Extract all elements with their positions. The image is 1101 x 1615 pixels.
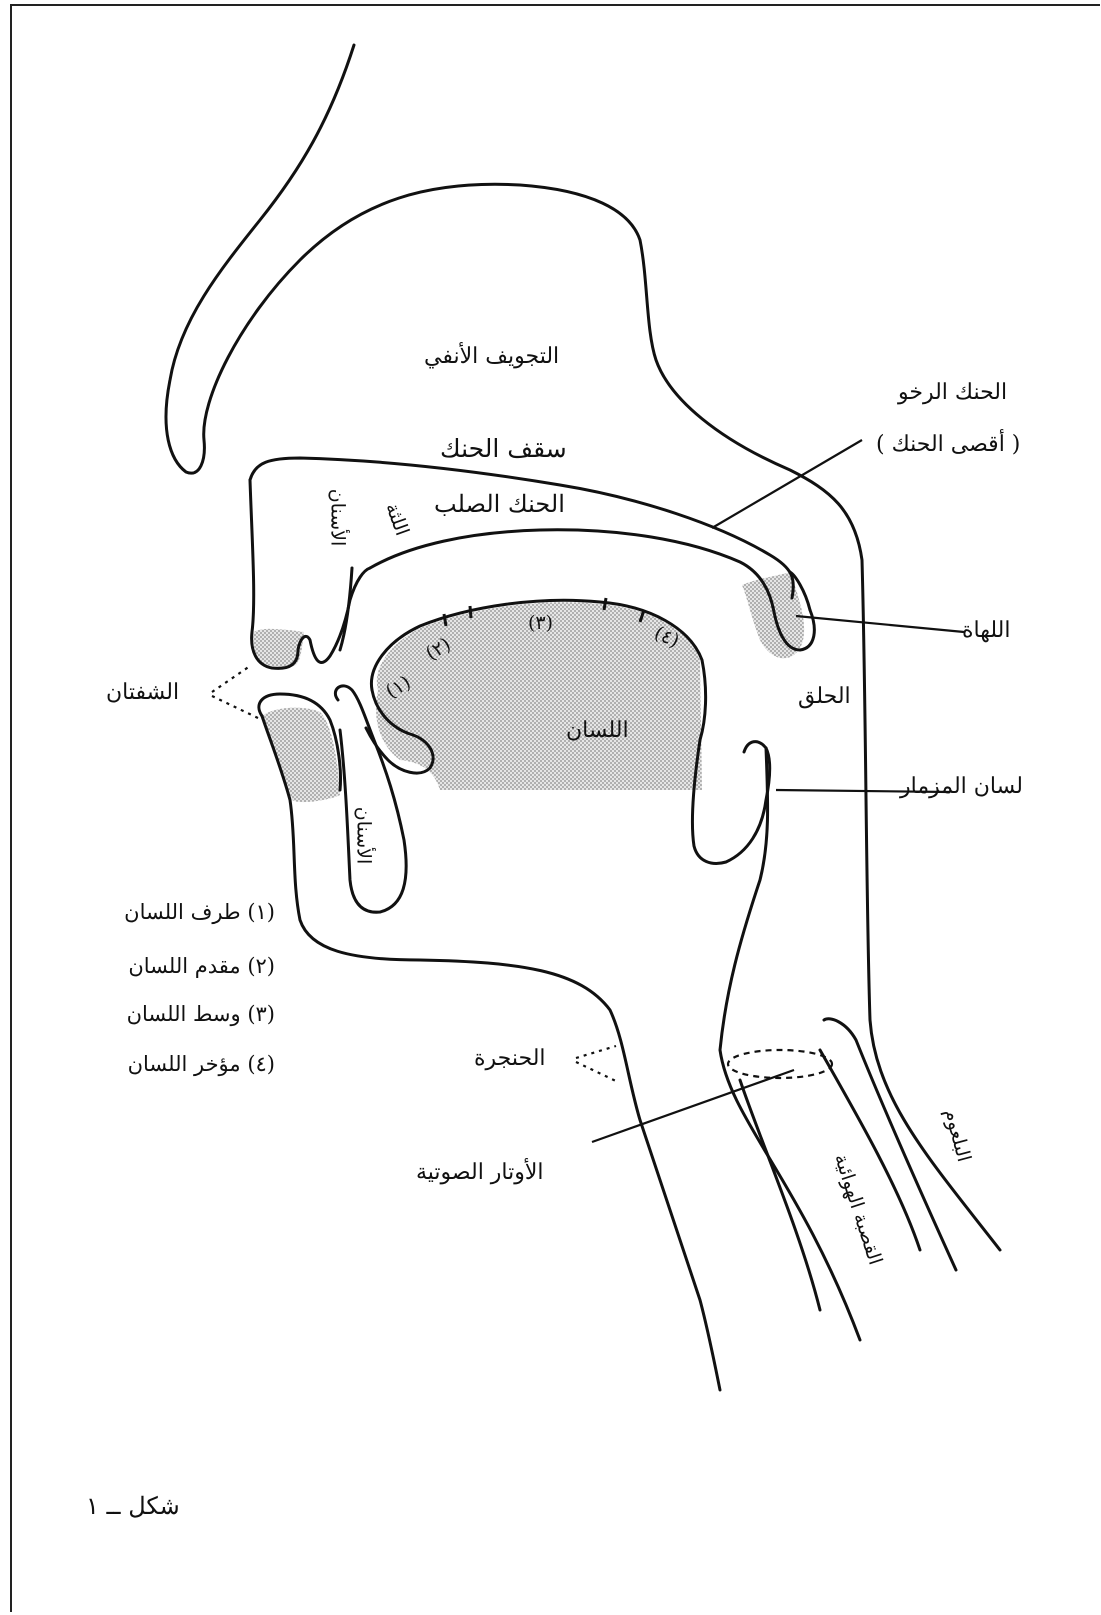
legend-item-3: (٣) وسط اللسان: [127, 1002, 275, 1026]
label-larynx: الحنجرة: [474, 1048, 546, 1070]
label-tongue: اللسان: [566, 720, 629, 742]
legend-item-4: (٤) مؤخر اللسان: [128, 1052, 275, 1076]
label-epiglottis: لسان المزمار: [900, 776, 1023, 798]
lower-lip-shading: [262, 708, 340, 802]
epiglottis-outline: [692, 740, 769, 863]
larynx-pointer: [576, 1046, 616, 1058]
label-palate-roof: سقف الحنك: [440, 436, 567, 461]
tongue-tick-1: [444, 614, 446, 626]
label-soft-palate-alt: ( أقصى الحنك ): [876, 434, 1020, 456]
label-lower-teeth: الأسنان: [353, 807, 372, 865]
pharynx-back: [720, 748, 860, 1340]
trachea-divider: [824, 1019, 956, 1270]
trachea-front-inner: [740, 1080, 820, 1310]
lips-pointer-upper: [212, 666, 250, 692]
label-tongue-section-3: (٣): [528, 614, 553, 633]
vocal-cords-ellipse: [728, 1050, 832, 1078]
label-nasal-cavity: التجويف الأنفي: [424, 346, 559, 368]
figure-caption: شكل ــ ١: [86, 1494, 180, 1518]
label-upper-teeth: الأسنان: [327, 489, 346, 547]
label-lips: الشفتان: [106, 682, 179, 704]
uvula-shading: [742, 572, 804, 658]
larynx-pointer-2: [576, 1062, 618, 1082]
label-hard-palate: الحنك الصلب: [434, 492, 565, 516]
upper-teeth: [340, 568, 352, 650]
label-pharynx: الحلق: [798, 686, 851, 708]
lips-pointer-lower: [212, 696, 258, 718]
label-vocal-cords: الأوتار الصوتية: [416, 1162, 544, 1184]
tongue-tick-2: [470, 606, 471, 618]
label-uvula: اللهاة: [962, 620, 1010, 642]
vocal-cords-pointer: [592, 1070, 794, 1142]
uvula-pointer: [796, 616, 964, 632]
legend-item-1: (١) طرف اللسان: [124, 900, 275, 924]
legend-item-2: (٢) مقدم اللسان: [128, 954, 275, 978]
tongue-tick-3: [604, 598, 606, 610]
label-soft-palate: الحنك الرخو: [898, 382, 1007, 404]
soft-palate-pointer: [712, 440, 862, 528]
